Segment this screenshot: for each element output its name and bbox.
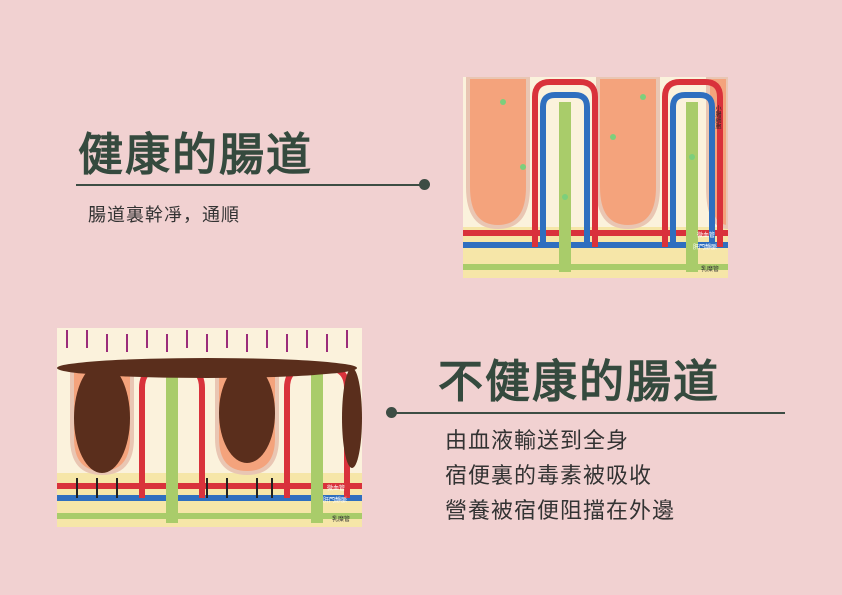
unhealthy-description: 由血液輸送到全身 宿便裏的毒素被吸收 營養被宿便阻擋在外邊 [445, 424, 675, 529]
unhealthy-title: 不健康的腸道 [438, 355, 721, 408]
label-lacteal: 乳糜管 [701, 266, 720, 273]
label-cell: 小腸細胞 [714, 105, 721, 129]
healthy-intestine-image: 小腸細胞 微血管 肝門靜脈 乳糜管 [463, 77, 728, 278]
label-lacteal: 乳糜管 [332, 516, 351, 523]
label-capillary: 微血管 [697, 232, 716, 239]
unhealthy-intestine-image: 微血管 肝門靜脈 乳糜管 [57, 328, 362, 527]
description-line: 營養被宿便阻擋在外邊 [445, 499, 676, 524]
label-portal-vein: 肝門靜脈 [323, 497, 348, 504]
description-line: 由血液輸送到全身 [445, 429, 630, 454]
label-capillary: 微血管 [327, 485, 346, 492]
healthy-divider-dot [419, 179, 430, 190]
label-portal-vein: 肝門靜脈 [693, 244, 718, 251]
healthy-subtitle: 腸道裏幹凈，通順 [88, 205, 240, 226]
unhealthy-divider-dot [386, 407, 397, 418]
healthy-divider [76, 184, 426, 186]
healthy-title: 健康的腸道 [78, 128, 314, 181]
unhealthy-divider [392, 412, 785, 414]
description-line: 宿便裏的毒素被吸收 [445, 464, 653, 489]
